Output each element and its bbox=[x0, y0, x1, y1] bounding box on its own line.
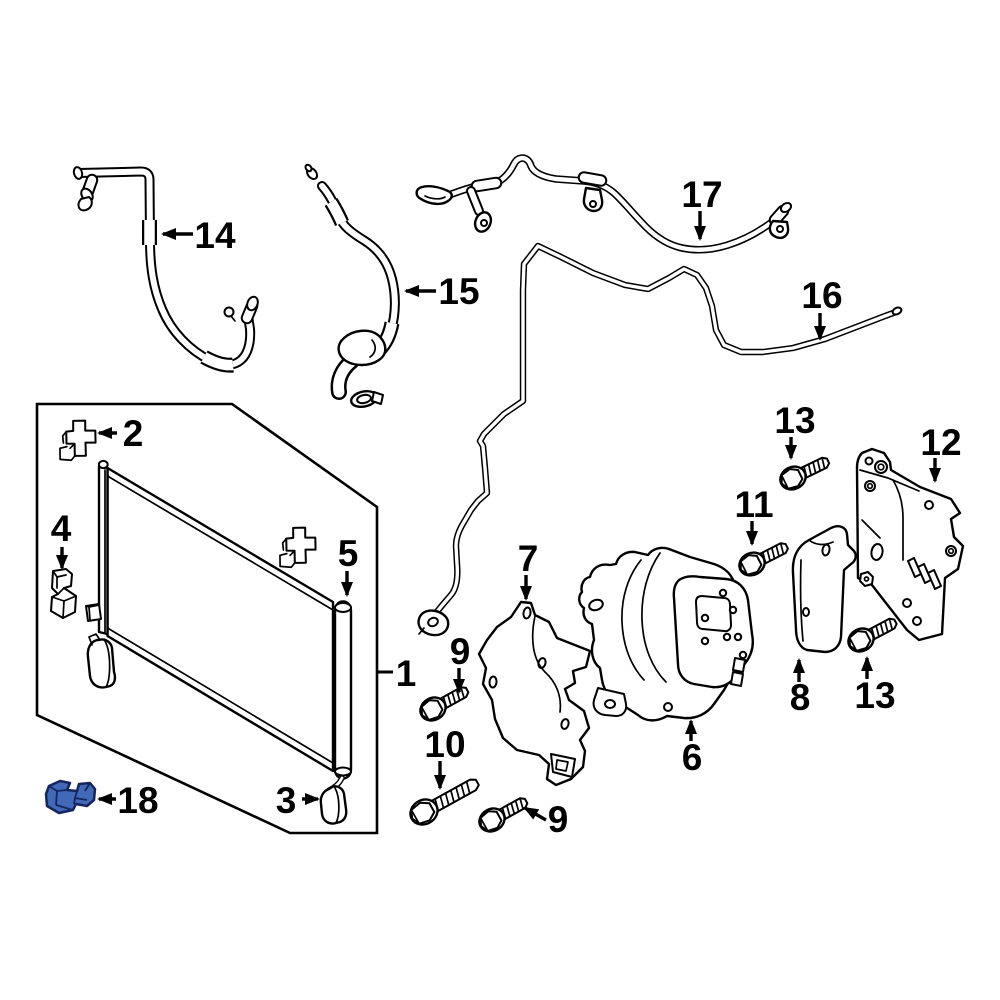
mount-hole bbox=[588, 598, 604, 612]
bolt-13b bbox=[843, 610, 902, 658]
svg-text:9: 9 bbox=[450, 631, 471, 672]
bracket-12 bbox=[855, 447, 965, 642]
svg-text:3: 3 bbox=[276, 780, 297, 821]
bolt-hole bbox=[924, 500, 934, 510]
callout-5: 5 bbox=[338, 533, 359, 597]
clip-3 bbox=[319, 778, 348, 825]
clip-tank-block bbox=[85, 603, 102, 622]
svg-text:13: 13 bbox=[854, 675, 895, 716]
shield-8 bbox=[791, 525, 857, 654]
callout-6: 6 bbox=[682, 719, 703, 778]
svg-text:11: 11 bbox=[734, 484, 773, 525]
bolt-9b bbox=[474, 790, 533, 838]
hose-17-flat-end bbox=[415, 185, 453, 206]
bolt-10 bbox=[404, 770, 485, 831]
svg-text:7: 7 bbox=[518, 538, 539, 579]
svg-text:17: 17 bbox=[681, 174, 722, 215]
callout-4: 4 bbox=[51, 508, 72, 570]
callout-10: 10 bbox=[424, 724, 466, 790]
condenser-core bbox=[97, 459, 335, 773]
callout-7: 7 bbox=[518, 538, 539, 601]
callout-17: 17 bbox=[681, 174, 723, 241]
pipe-16 bbox=[417, 246, 903, 637]
svg-text:18: 18 bbox=[117, 780, 158, 821]
compressor-6 bbox=[578, 546, 754, 722]
hose-15-elbow bbox=[337, 329, 387, 367]
hose-14-hook bbox=[77, 196, 93, 212]
svg-text:10: 10 bbox=[424, 724, 465, 765]
hose-17 bbox=[415, 158, 793, 250]
callout-2: 2 bbox=[97, 413, 144, 454]
callout-15: 15 bbox=[404, 271, 480, 312]
bolt-hole bbox=[912, 616, 922, 626]
svg-text:16: 16 bbox=[801, 275, 842, 316]
bracket-under-tank bbox=[86, 633, 117, 689]
clip-2 bbox=[59, 419, 97, 462]
callout-8: 8 bbox=[790, 658, 811, 718]
callout-16: 16 bbox=[801, 275, 843, 341]
svg-text:9: 9 bbox=[548, 799, 569, 840]
bolt-hole bbox=[864, 456, 874, 466]
bolt-hole bbox=[522, 606, 532, 620]
hose-15 bbox=[304, 163, 395, 409]
receiver-drier bbox=[333, 600, 353, 780]
bracket-7 bbox=[477, 600, 592, 787]
bolt-hole bbox=[560, 718, 570, 730]
callout-13a: 13 bbox=[774, 400, 816, 460]
mount-4 bbox=[50, 568, 77, 619]
callout-9b: 9 bbox=[523, 799, 569, 840]
bolt-9a bbox=[415, 679, 474, 727]
callout-13b: 13 bbox=[854, 656, 896, 716]
hose-14-ring-tab bbox=[223, 306, 235, 318]
pipe-16-end-fitting bbox=[417, 609, 450, 637]
bolt-hole bbox=[902, 598, 912, 608]
svg-text:6: 6 bbox=[682, 737, 703, 778]
svg-text:2: 2 bbox=[123, 413, 144, 454]
hose-14 bbox=[72, 166, 259, 365]
callout-1: 1 bbox=[396, 653, 417, 694]
hose-17-bracket bbox=[582, 186, 604, 213]
bolt-hole bbox=[488, 675, 498, 689]
bolt-11 bbox=[734, 535, 793, 581]
callout-12: 12 bbox=[920, 422, 962, 483]
svg-text:4: 4 bbox=[51, 508, 72, 549]
svg-text:12: 12 bbox=[920, 422, 961, 463]
callout-14: 14 bbox=[161, 215, 236, 256]
mount-hole bbox=[870, 543, 884, 561]
bolt-13a bbox=[775, 449, 835, 495]
clip-upper-right bbox=[279, 526, 317, 569]
condenser-group-box bbox=[35, 402, 393, 835]
svg-text:8: 8 bbox=[790, 677, 811, 718]
callout-18: 18 bbox=[97, 780, 159, 821]
callout-label: 14 bbox=[194, 215, 236, 256]
svg-text:5: 5 bbox=[338, 533, 359, 574]
callout-9a: 9 bbox=[450, 631, 471, 694]
svg-text:1: 1 bbox=[396, 653, 417, 694]
bolt-hole bbox=[802, 607, 810, 617]
callout-3: 3 bbox=[276, 780, 320, 821]
vent-slots bbox=[907, 557, 942, 590]
pipe-16-tip bbox=[891, 306, 903, 316]
cover-bolts bbox=[700, 588, 748, 660]
svg-text:15: 15 bbox=[438, 271, 479, 312]
highlighted-part-18 bbox=[44, 779, 97, 815]
svg-text:13: 13 bbox=[774, 400, 815, 441]
callout-11: 11 bbox=[734, 484, 774, 546]
